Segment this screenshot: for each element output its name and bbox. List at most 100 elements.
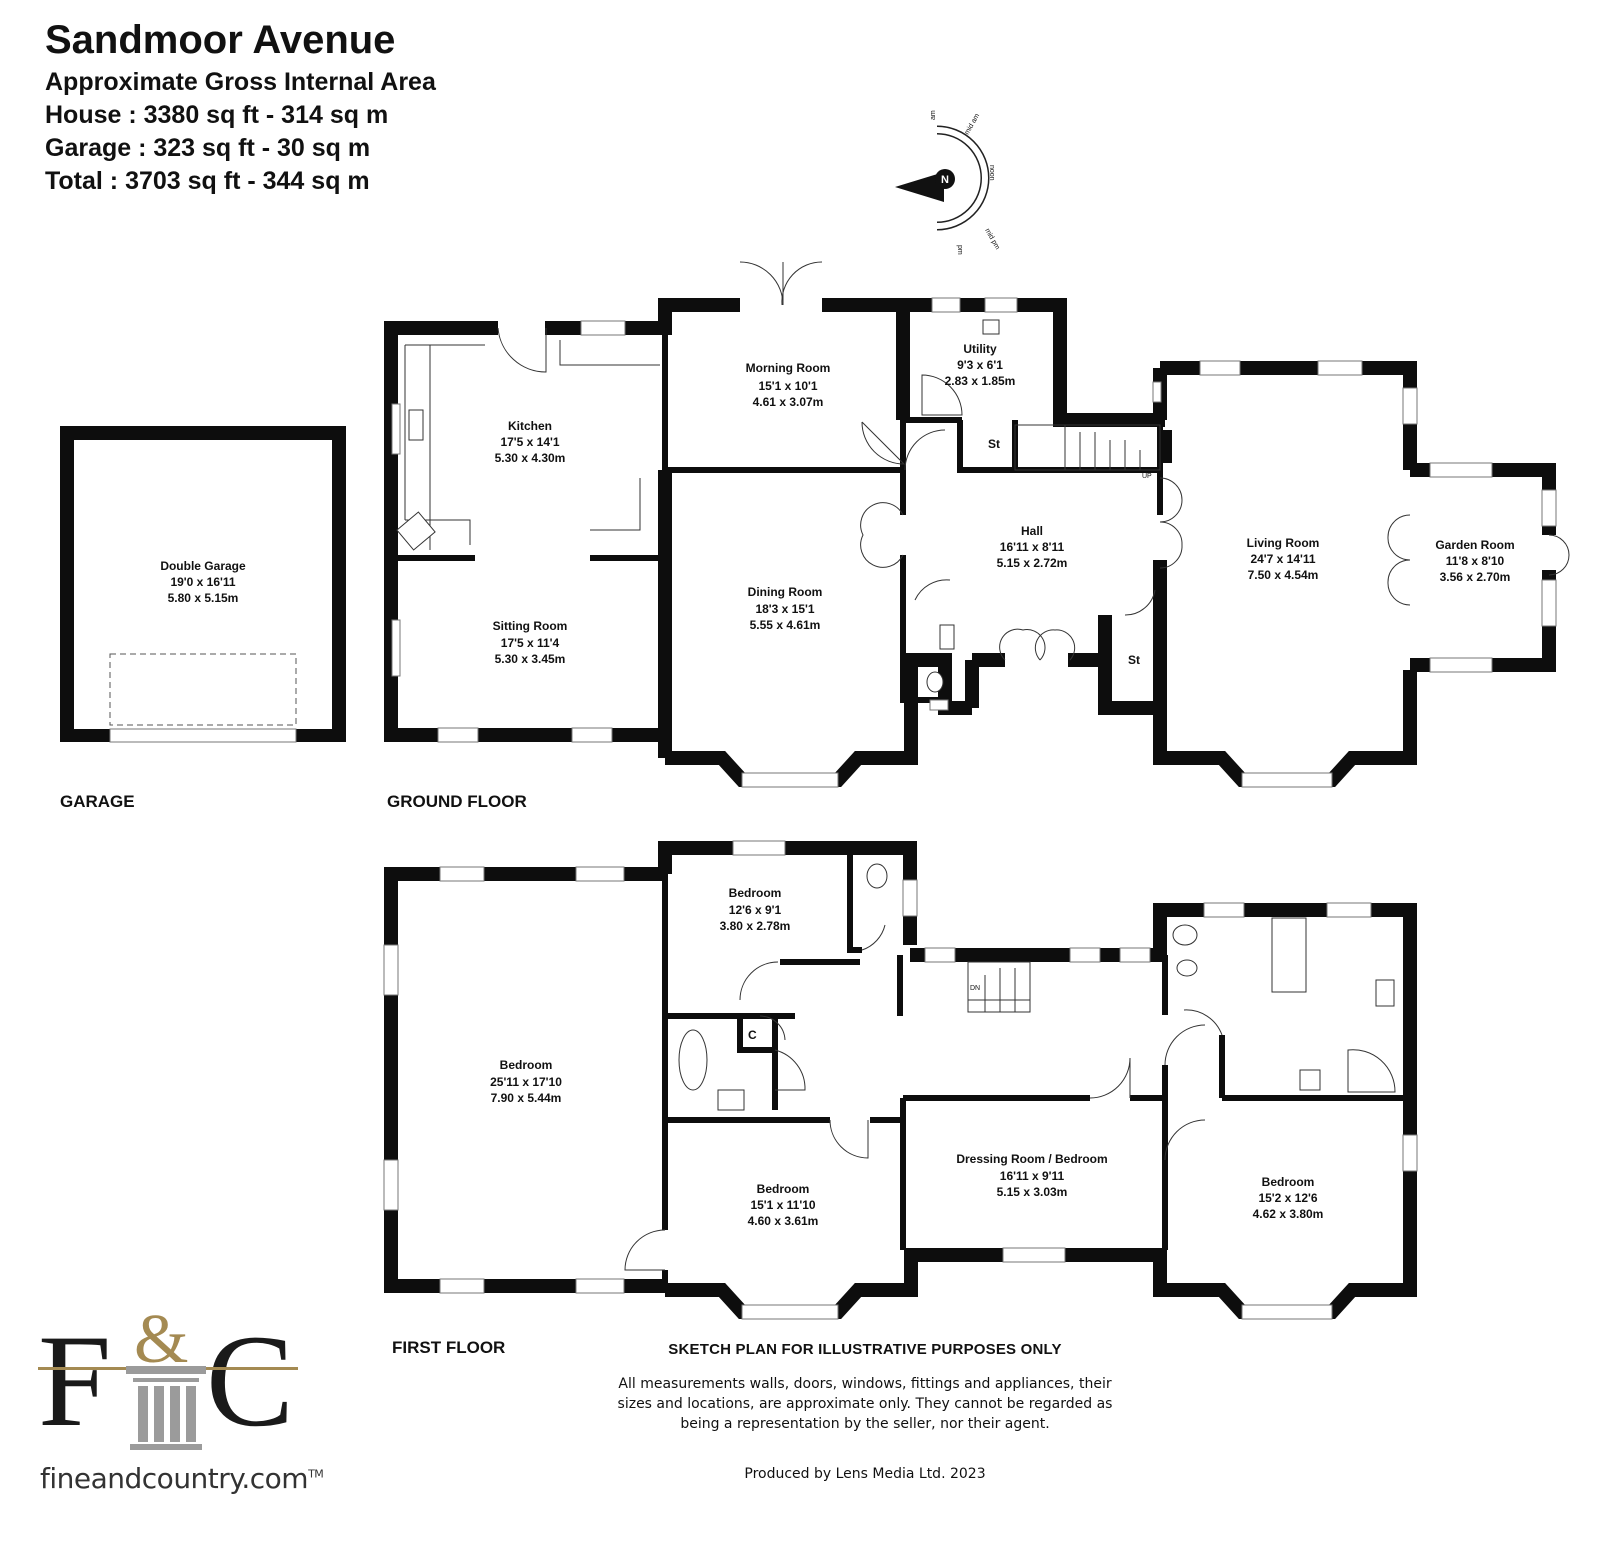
kitchen-island (590, 478, 641, 531)
freestanding-bath-icon (678, 1029, 708, 1091)
compass-mid-am: mid am (964, 112, 982, 136)
kitchen-worktop (404, 340, 660, 550)
utility-name: Utility (963, 342, 997, 356)
main-basin-icon (1375, 979, 1395, 1007)
sitting-room-metric: 5.30 x 3.45m (495, 652, 566, 666)
hall-metric: 5.15 x 2.72m (997, 556, 1068, 570)
north-letter: N (941, 174, 949, 186)
ground-doors (497, 261, 1570, 661)
hall-name: Hall (1021, 524, 1043, 538)
bedroom-small-name: Bedroom (729, 886, 782, 900)
bedroom-mid-metric: 4.60 x 3.61m (748, 1214, 819, 1228)
logo-letter-f: F (38, 1307, 111, 1454)
bedroom-large-metric: 7.90 x 5.44m (491, 1091, 562, 1105)
bidet-icon (1176, 959, 1198, 977)
bedroom-small-imperial: 12'6 x 9'1 (729, 903, 782, 917)
plan-title: Sandmoor Avenue (45, 18, 396, 62)
morning-room-imperial: 15'1 x 10'1 (758, 379, 817, 393)
fine-and-country-logo: F C & (38, 1301, 298, 1454)
bedroom-small-metric: 3.80 x 2.78m (720, 919, 791, 933)
utility-metric: 2.83 x 1.85m (945, 374, 1016, 388)
kitchen-metric: 5.30 x 4.30m (495, 451, 566, 465)
north-circle-icon (935, 169, 955, 189)
compass-noon: noon (988, 165, 995, 181)
kitchen-imperial: 17'5 x 14'1 (500, 435, 559, 449)
total-area: Total : 3703 sq ft - 344 sq m (45, 167, 370, 195)
hall-imperial: 16'11 x 8'11 (1000, 540, 1065, 554)
garden-room-name: Garden Room (1435, 538, 1514, 552)
ground-basin-icon (939, 624, 955, 650)
dining-room-metric: 5.55 x 4.61m (750, 618, 821, 632)
gia-heading: Approximate Gross Internal Area (45, 68, 436, 96)
dressing-room-name: Dressing Room / Bedroom (956, 1152, 1107, 1166)
double-garage-name: Double Garage (160, 559, 246, 573)
dining-room-name: Dining Room (748, 585, 823, 599)
logo-column-icon (126, 1366, 206, 1450)
dining-room-imperial: 18'3 x 15'1 (755, 602, 814, 616)
double-garage-metric: 5.80 x 5.15m (168, 591, 239, 605)
cupboard-label: C (748, 1028, 757, 1042)
garage-area: Garage : 323 sq ft - 30 sq m (45, 134, 371, 162)
ground-floor-plan: UP (384, 261, 1570, 788)
garage-car-outline (109, 653, 297, 726)
logo-letter-c: C (206, 1307, 294, 1454)
utility-imperial: 9'3 x 6'1 (957, 358, 1003, 372)
morning-room-metric: 4.61 x 3.07m (753, 395, 824, 409)
north-arrow-icon (895, 172, 944, 202)
bedroom-right-imperial: 15'2 x 12'6 (1258, 1191, 1317, 1205)
sitting-room-imperial: 17'5 x 11'4 (501, 636, 560, 650)
trademark-mark: TM (308, 1467, 324, 1481)
garden-room-imperial: 11'8 x 8'10 (1446, 554, 1505, 568)
sitting-room-name: Sitting Room (493, 619, 568, 633)
dressing-room-imperial: 16'11 x 9'11 (1000, 1169, 1065, 1183)
house-area: House : 3380 sq ft - 314 sq m (45, 101, 389, 129)
brand-domain[interactable]: fineandcountry.comTM (40, 1462, 324, 1495)
bedroom-large-name: Bedroom (500, 1058, 553, 1072)
ensuite-basin-icon (717, 1089, 745, 1111)
dressing-room-metric: 5.15 x 3.03m (997, 1185, 1068, 1199)
first-windows (383, 840, 1418, 1320)
disclaimer-body: All measurements walls, doors, windows, … (617, 1376, 1113, 1432)
kitchen-sink-icon (408, 409, 424, 441)
bedroom-right-name: Bedroom (1262, 1175, 1315, 1189)
logo-gold-rule-right (206, 1367, 298, 1370)
living-room-metric: 7.50 x 4.54m (1248, 568, 1319, 582)
ground-wc-icon (926, 671, 944, 693)
double-garage-imperial: 19'0 x 16'11 (170, 575, 235, 589)
kitchen-hob-icon (396, 511, 436, 551)
living-room-name: Living Room (1247, 536, 1320, 550)
producer-credit: Produced by Lens Media Ltd. 2023 (744, 1466, 986, 1482)
garage-door (109, 728, 297, 743)
morning-room-name: Morning Room (746, 361, 831, 375)
stairs-down-label: DN (970, 985, 980, 992)
living-room-imperial: 24'7 x 14'11 (1250, 552, 1315, 566)
first-internal-walls (662, 848, 1410, 1290)
bedroom-right-metric: 4.62 x 3.80m (1253, 1207, 1324, 1221)
ground-floor-label: GROUND FLOOR (387, 792, 527, 811)
logo-gold-rule-left (38, 1367, 126, 1370)
compass-mid-pm: mid pm (983, 228, 1001, 252)
disclaimer-title: SKETCH PLAN FOR ILLUSTRATIVE PURPOSES ON… (668, 1341, 1062, 1358)
first-wc-icon (866, 863, 888, 889)
kitchen-name: Kitchen (508, 419, 552, 433)
compass-am: am (930, 110, 937, 120)
store-label-1: St (988, 437, 1000, 451)
store-label-2: St (1128, 653, 1140, 667)
main-basin-2-icon (1299, 1069, 1321, 1091)
garden-room-metric: 3.56 x 2.70m (1440, 570, 1511, 584)
ground-windows (391, 297, 1557, 788)
first-floor-plan: DN (383, 840, 1418, 1320)
bedroom-large-imperial: 25'11 x 17'10 (490, 1075, 562, 1089)
bedroom-mid-name: Bedroom (757, 1182, 810, 1196)
first-floor-label: FIRST FLOOR (392, 1338, 505, 1357)
garage-floor-label: GARAGE (60, 792, 135, 811)
stairs-up-label: UP (1142, 473, 1152, 480)
main-wc-icon (1172, 924, 1198, 946)
sun-path-arc-inner (936, 127, 988, 229)
compass-pm: pm (956, 245, 963, 255)
compass: N am mid am noon mid pm pm (895, 110, 1001, 255)
utility-sink-icon (982, 319, 1000, 335)
logo-ampersand: & (134, 1301, 188, 1378)
bedroom-mid-imperial: 15'1 x 11'10 (750, 1198, 815, 1212)
